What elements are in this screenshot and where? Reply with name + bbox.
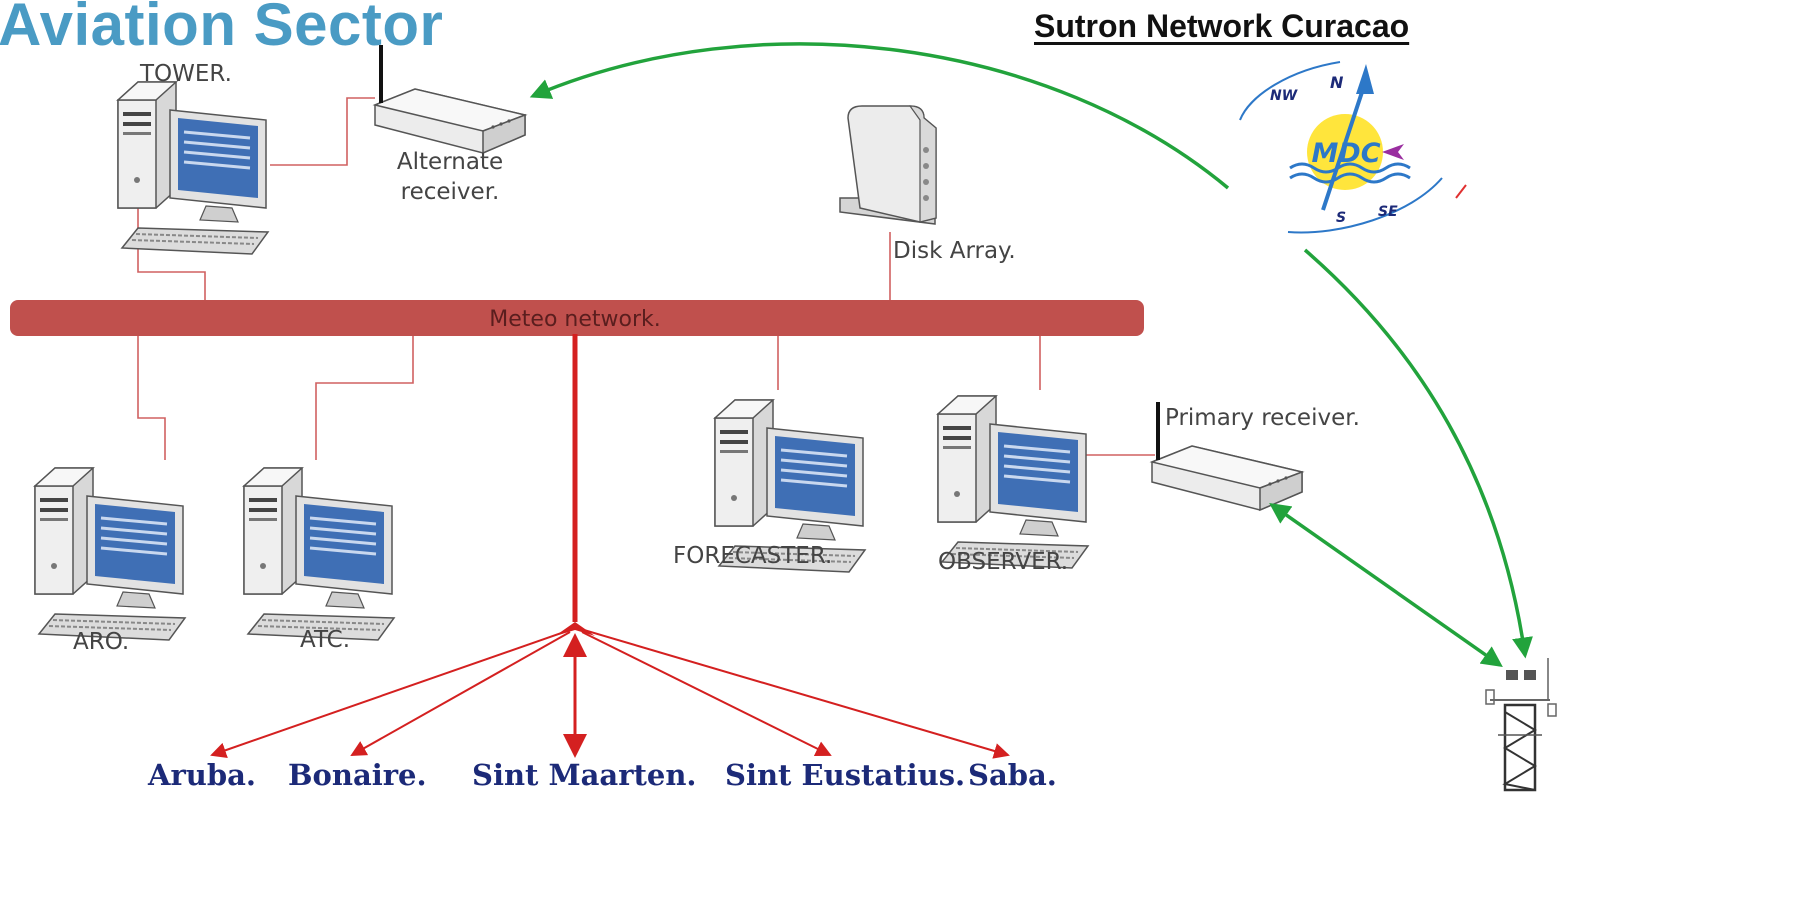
compass-north-label: N	[1330, 73, 1344, 92]
network-title: Sutron Network Curacao	[1034, 8, 1410, 44]
meteo-network-bus	[10, 300, 1144, 336]
distribution-links	[210, 629, 1010, 759]
aro-workstation-icon	[33, 466, 187, 642]
radio-link-to-alternate-receiver	[529, 42, 1230, 190]
alternate-receiver-icon	[373, 43, 527, 155]
forecaster-label: FORECASTER.	[673, 543, 833, 569]
observer-label: OBSERVER.	[938, 549, 1069, 575]
atc-label: ATC.	[300, 627, 351, 653]
destination-bonaire: Bonaire.	[288, 758, 427, 792]
link-tower-bus	[137, 205, 206, 300]
disk-array-label: Disk Array.	[893, 238, 1016, 264]
tower-label: TOWER.	[140, 61, 232, 87]
logo-text: MDC	[1311, 138, 1380, 169]
destination-sint-maarten: Sint Maarten.	[472, 758, 697, 792]
tower-workstation-icon	[116, 80, 270, 256]
disk-array-icon	[839, 105, 937, 225]
link-atc-bus	[315, 336, 414, 460]
destination-aruba: Aruba.	[148, 758, 257, 792]
destination-saba: Saba.	[968, 758, 1057, 792]
radio-link-to-station	[1303, 248, 1533, 659]
meteo-network-label: Meteo network.	[489, 307, 660, 332]
aro-label: ARO.	[73, 629, 130, 655]
link-to-aruba	[210, 629, 571, 758]
hub-arrowhead	[555, 622, 595, 636]
compass-south-label: S	[1336, 210, 1346, 226]
link-tower-alternate-receiver	[270, 97, 375, 166]
compass-northwest-label: NW	[1270, 88, 1298, 104]
atc-workstation-icon	[242, 466, 396, 642]
link-to-bonaire	[350, 631, 571, 756]
weather-mast-icon	[1485, 658, 1557, 792]
compass-logo-icon: MDC N NW S SE	[1239, 61, 1467, 234]
link-to-saba	[583, 629, 1010, 759]
observer-workstation-icon	[936, 394, 1090, 570]
alternate-receiver-label: Alternate receiver.	[396, 149, 504, 205]
sector-title: Aviation Sector	[0, 0, 444, 58]
link-to-sint-eustatius	[581, 631, 832, 756]
network-links	[137, 97, 1155, 460]
destination-sint-eustatius: Sint Eustatius.	[725, 758, 966, 792]
radio-link-primary-receiver-station	[1269, 502, 1503, 668]
primary-receiver-label: Primary receiver.	[1165, 405, 1360, 431]
link-aro-bus	[137, 336, 166, 460]
compass-southeast-label: SE	[1378, 204, 1398, 220]
